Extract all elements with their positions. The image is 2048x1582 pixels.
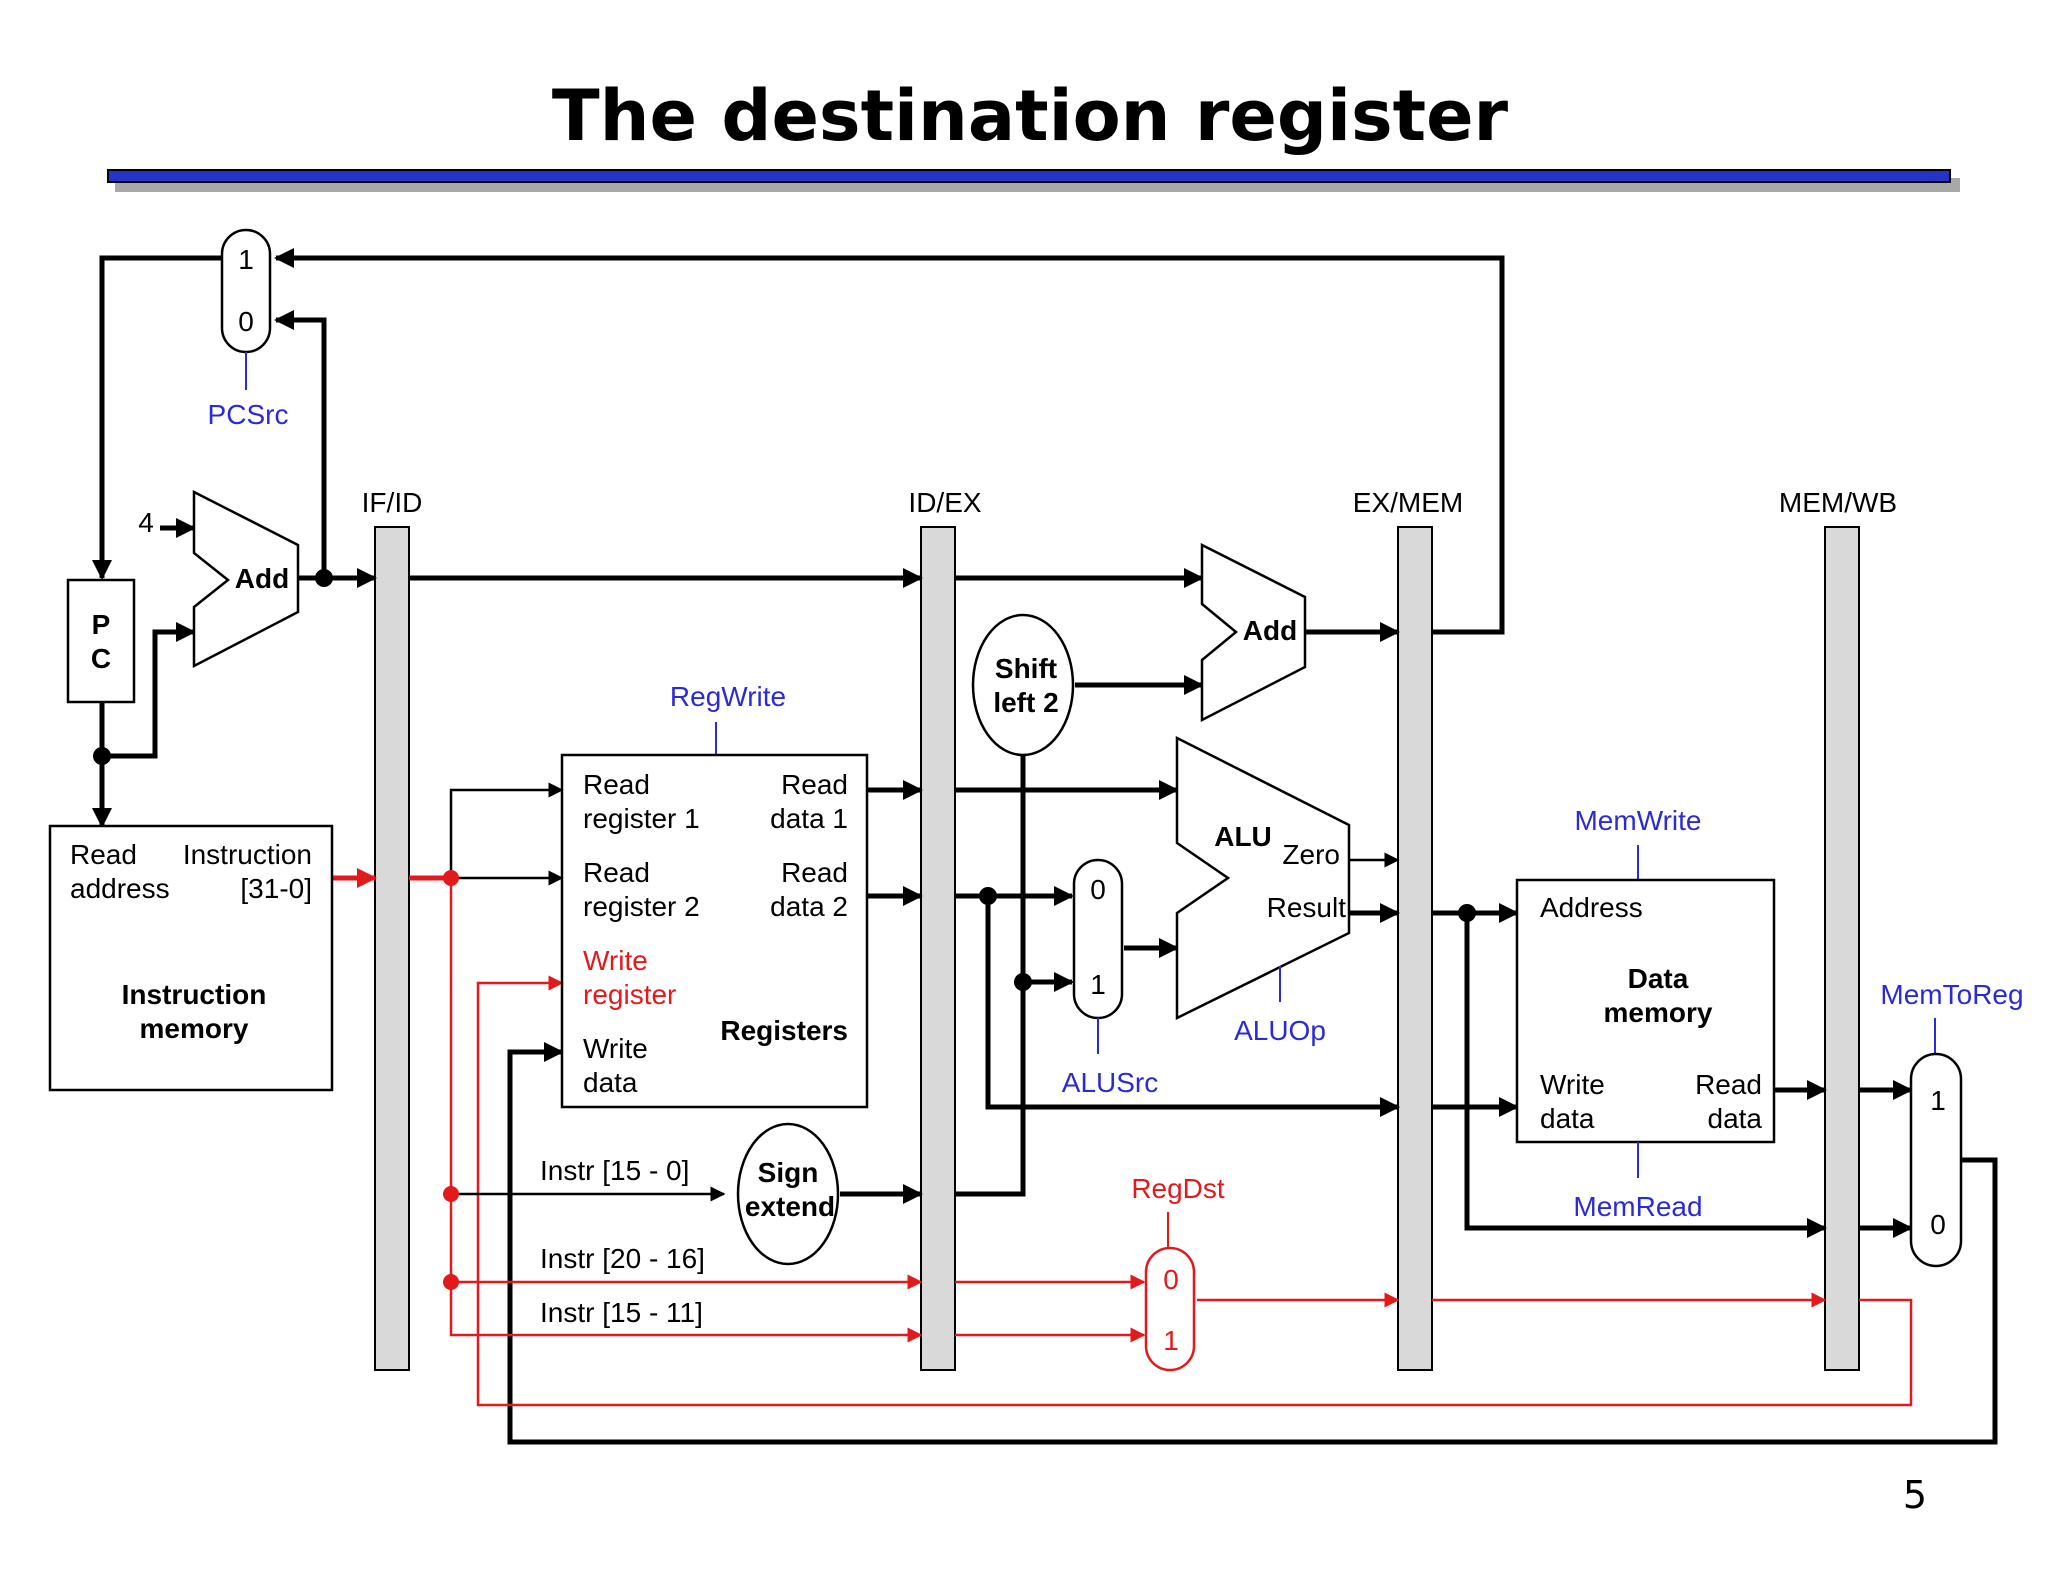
pc-label-line2: C xyxy=(91,643,111,674)
instr-field-imm: Instr [15 - 0] xyxy=(540,1155,689,1186)
imem-read-address-1: Read xyxy=(70,839,137,870)
pc-label-line1: P xyxy=(92,609,111,640)
datapath-wires xyxy=(92,248,1998,1445)
reg-read-data1-2: data 1 xyxy=(770,803,848,834)
memtoreg-mux-input-0: 0 xyxy=(1930,1209,1946,1240)
reg-read-register2-1: Read xyxy=(583,857,650,888)
control-pcsrc: PCSrc xyxy=(208,399,289,430)
pc-adder: Add xyxy=(192,489,300,669)
register-file: RegWrite Read register 1 Read register 2… xyxy=(560,681,869,1109)
instr-field-rd: Instr [15 - 11] xyxy=(540,1297,703,1328)
shift-left-2: Shift left 2 xyxy=(971,613,1075,757)
control-memread: MemRead xyxy=(1573,1191,1702,1222)
instr-field-rt: Instr [20 - 16] xyxy=(540,1243,705,1274)
memtoreg-mux: MemToReg 1 0 xyxy=(1880,979,2024,1268)
sign-extend-line1: Sign xyxy=(758,1157,819,1188)
regdst-mux-input-1: 1 xyxy=(1163,1325,1179,1356)
alusrc-mux-input-1: 1 xyxy=(1090,969,1106,1000)
control-memwrite: MemWrite xyxy=(1574,805,1701,836)
page-number: 5 xyxy=(1903,1473,1927,1517)
control-regwrite: RegWrite xyxy=(670,681,786,712)
sign-extend: Sign extend xyxy=(736,1122,840,1266)
alu-zero-label: Zero xyxy=(1282,839,1340,870)
dmem-write-data-1: Write xyxy=(1540,1069,1605,1100)
imem-instruction-2: [31-0] xyxy=(240,873,312,904)
label-mem-wb: MEM/WB xyxy=(1779,487,1897,518)
alu-label: ALU xyxy=(1214,821,1272,852)
dmem-name-2: memory xyxy=(1604,997,1713,1028)
alusrc-mux-input-0: 0 xyxy=(1090,874,1106,905)
dmem-write-data-2: data xyxy=(1540,1103,1595,1134)
data-memory: MemWrite Address Data memory Write data … xyxy=(1515,805,1776,1222)
reg-read-data2-1: Read xyxy=(781,857,848,888)
instruction-memory: Read address Instruction [31-0] Instruct… xyxy=(48,824,334,1092)
imem-name-1: Instruction xyxy=(122,979,267,1010)
sign-extend-line2: extend xyxy=(745,1191,835,1222)
junction-dots xyxy=(93,569,1476,1290)
reg-read-data1-1: Read xyxy=(781,769,848,800)
pipeline-register-id-ex xyxy=(920,526,956,1371)
pipeline-registers: IF/ID ID/EX EX/MEM MEM/WB xyxy=(362,487,1897,1371)
alu: ALU Zero Result ALUOp xyxy=(1175,735,1351,1046)
label-id-ex: ID/EX xyxy=(908,487,981,518)
reg-write-register-1: Write xyxy=(583,945,648,976)
memtoreg-mux-input-1: 1 xyxy=(1930,1085,1946,1116)
reg-write-data-1: Write xyxy=(583,1033,648,1064)
shift-left-line1: Shift xyxy=(995,653,1057,684)
pipeline-register-if-id xyxy=(374,526,410,1371)
dmem-name-1: Data xyxy=(1628,963,1689,994)
control-regdst: RegDst xyxy=(1131,1173,1225,1204)
imem-read-address-2: address xyxy=(70,873,170,904)
branch-adder-label: Add xyxy=(1243,615,1297,646)
pipeline-register-mem-wb xyxy=(1824,526,1860,1371)
pc-mux-input-0: 0 xyxy=(238,306,254,337)
pipeline-register-ex-mem xyxy=(1397,526,1433,1371)
constant-four: 4 xyxy=(138,507,154,538)
regdst-mux: 0 1 RegDst xyxy=(1131,1173,1225,1372)
branch-adder: Add xyxy=(1200,542,1307,723)
reg-write-register-2: register xyxy=(583,979,676,1010)
pc-adder-label: Add xyxy=(235,563,289,594)
dmem-read-data-2: data xyxy=(1708,1103,1763,1134)
regdst-mux-input-0: 0 xyxy=(1163,1264,1179,1295)
label-ex-mem: EX/MEM xyxy=(1353,487,1463,518)
shift-left-line2: left 2 xyxy=(993,687,1058,718)
imem-name-2: memory xyxy=(140,1013,249,1044)
reg-read-register1-1: Read xyxy=(583,769,650,800)
reg-write-data-2: data xyxy=(583,1067,638,1098)
title-bar xyxy=(107,169,1951,183)
reg-read-data2-2: data 2 xyxy=(770,891,848,922)
slide-title: The destination register xyxy=(552,75,1509,157)
pc-mux-input-1: 1 xyxy=(238,244,254,275)
dmem-address: Address xyxy=(1540,892,1643,923)
reg-read-register1-2: register 1 xyxy=(583,803,700,834)
reg-read-register2-2: register 2 xyxy=(583,891,700,922)
label-if-id: IF/ID xyxy=(362,487,423,518)
registers-name: Registers xyxy=(720,1015,848,1046)
highlighted-destination-wires xyxy=(332,868,1913,1407)
program-counter: P C xyxy=(66,578,136,704)
dmem-read-data-1: Read xyxy=(1695,1069,1762,1100)
alusrc-mux: 0 1 ALUSrc xyxy=(1062,858,1158,1098)
imem-instruction-1: Instruction xyxy=(183,839,312,870)
pc-mux: 1 0 PCSrc xyxy=(208,228,289,430)
control-aluop: ALUOp xyxy=(1234,1015,1326,1046)
alu-result-label: Result xyxy=(1267,892,1347,923)
control-memtoreg: MemToReg xyxy=(1880,979,2023,1010)
control-alusrc: ALUSrc xyxy=(1062,1067,1158,1098)
